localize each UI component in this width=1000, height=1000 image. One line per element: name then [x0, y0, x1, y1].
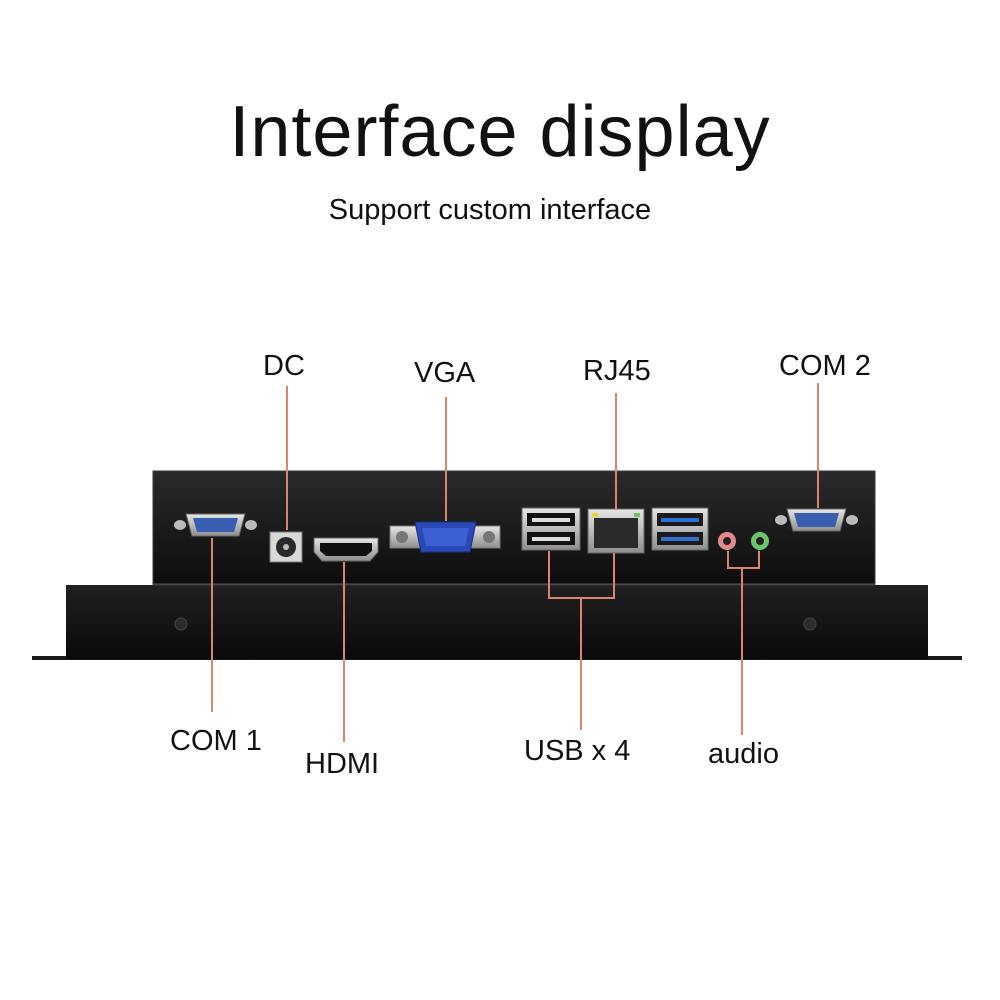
leader-line-audio [727, 551, 760, 569]
leader-lines [211, 383, 819, 742]
screw-icon [174, 617, 188, 631]
usb3-port-icon [651, 507, 709, 551]
label-rj45: RJ45 [583, 355, 651, 387]
com2-port-icon [775, 508, 858, 532]
com1-port-icon [174, 513, 257, 537]
label-audio: audio [708, 738, 779, 770]
front-bezel [66, 585, 928, 659]
screw-icon [803, 617, 817, 631]
label-vga: VGA [414, 357, 476, 389]
hdmi-port-icon [313, 537, 379, 562]
label-usb: USB x 4 [524, 735, 631, 767]
label-dc: DC [263, 350, 305, 382]
page-subtitle: Support custom interface [328, 194, 652, 226]
audio-jack-icon [718, 532, 769, 550]
page-title: Interface display [229, 92, 771, 172]
rear-housing [152, 470, 876, 586]
label-com1: COM 1 [170, 725, 262, 757]
dc-jack-icon [269, 531, 303, 563]
vga-port-icon [389, 521, 501, 553]
label-com2: COM 2 [779, 350, 871, 382]
usb-port-icon [521, 507, 581, 551]
label-hdmi: HDMI [305, 748, 380, 780]
rj45-port-icon [587, 508, 645, 554]
